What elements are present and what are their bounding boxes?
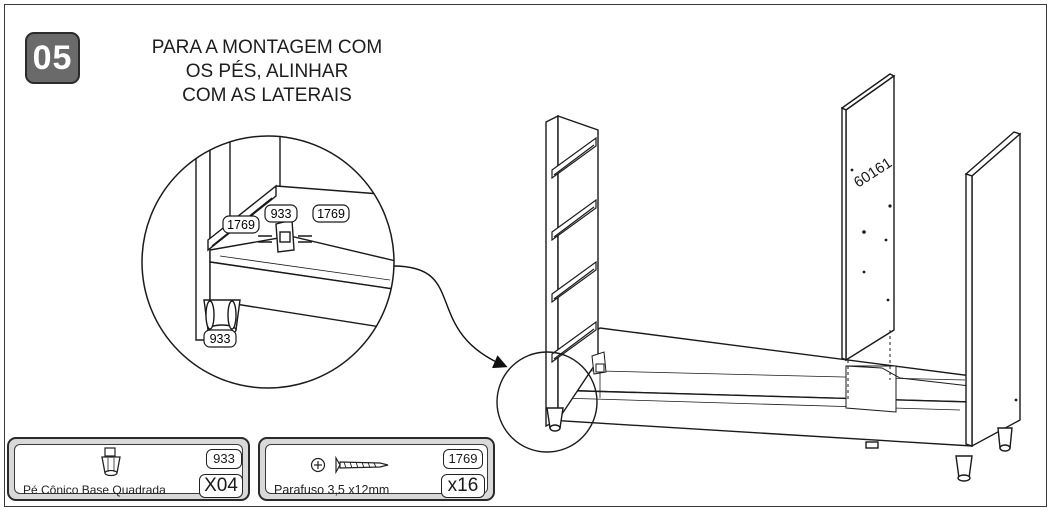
part-card-foot: Pé Cônico Base Quadrada 933 X04 bbox=[7, 437, 250, 501]
highlight-circle bbox=[496, 351, 598, 453]
instruction-text: PARA A MONTAGEM COM OS PÉS, ALINHAR COM … bbox=[112, 36, 422, 108]
right-side-panel-face bbox=[971, 132, 1021, 448]
part-name-screw: Parafuso 3,5 x12mm bbox=[274, 483, 390, 497]
part-name-foot: Pé Cônico Base Quadrada bbox=[23, 483, 166, 497]
step-number-badge: 05 bbox=[25, 32, 80, 84]
detail-labels: 1769 933 1769 933 bbox=[203, 204, 350, 348]
middle-panel-face bbox=[845, 74, 895, 362]
bottom-panel-top bbox=[547, 327, 973, 403]
left-side-panel-edge bbox=[545, 114, 559, 428]
pointer-arrow bbox=[392, 265, 508, 369]
instruction-line-1: PARA A MONTAGEM COM bbox=[151, 37, 383, 58]
part-code-foot: 933 bbox=[206, 449, 242, 469]
instruction-line-3: COM AS LATERAIS bbox=[182, 85, 352, 106]
label-screw-right: 1769 bbox=[317, 207, 345, 221]
cabinet-assembly bbox=[545, 73, 1022, 482]
cabinet-feet bbox=[546, 407, 1013, 482]
page-frame bbox=[4, 4, 1047, 507]
part-code-screw: 1769 bbox=[443, 449, 483, 469]
label-foot-top: 933 bbox=[271, 207, 292, 221]
detail-zoom bbox=[141, 135, 395, 389]
instruction-line-2: OS PÉS, ALINHAR bbox=[185, 61, 349, 82]
part-qty-screw: x16 bbox=[441, 474, 485, 498]
label-foot-bottom: 933 bbox=[210, 332, 231, 346]
screw-icon bbox=[310, 455, 389, 475]
part-qty-foot: X04 bbox=[199, 474, 243, 498]
part-card-screw: Parafuso 3,5 x12mm 1769 x16 bbox=[258, 437, 495, 501]
conical-foot-icon bbox=[101, 447, 121, 477]
label-screw-left: 1769 bbox=[227, 218, 255, 232]
